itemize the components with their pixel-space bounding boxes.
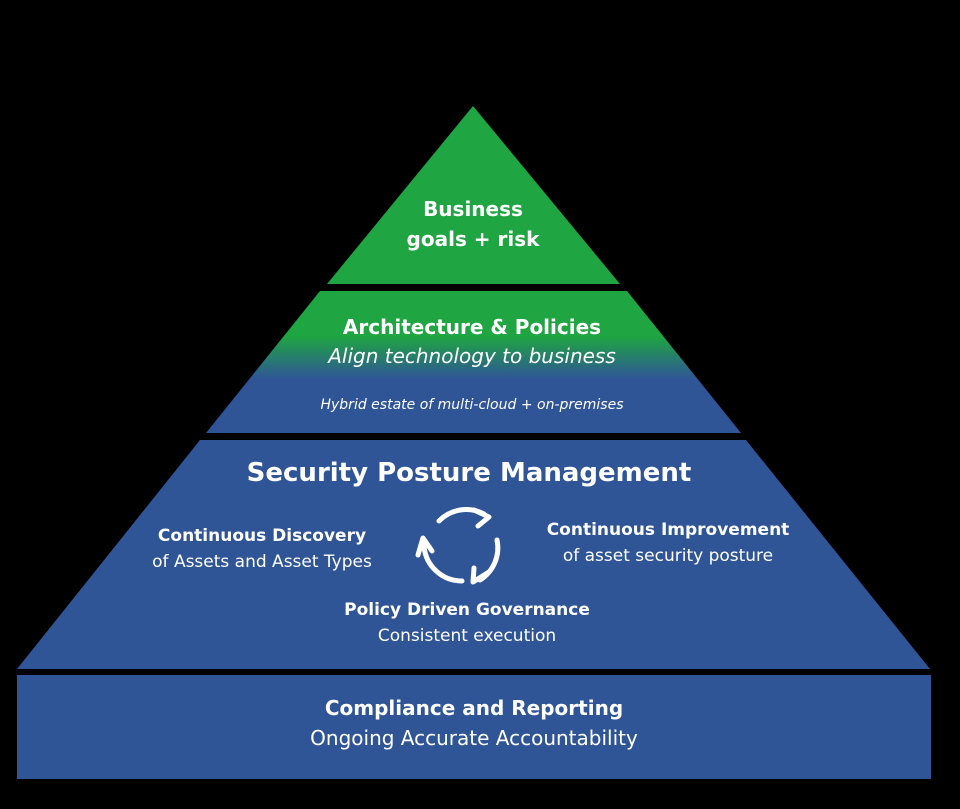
refresh-cycle-icon — [415, 507, 501, 585]
discovery-title: Continuous Discovery — [157, 526, 367, 546]
pyramid-tier-3 — [17, 440, 930, 669]
base-title: Compliance and Reporting — [324, 696, 624, 720]
tier2-note: Hybrid estate of multi-cloud + on-premis… — [320, 397, 624, 413]
tier2-subtitle: Align technology to business — [328, 344, 616, 368]
tier1-subtitle: goals + risk — [406, 227, 540, 251]
improvement-title: Continuous Improvement — [546, 520, 790, 540]
pyramid-tier-1 — [327, 106, 620, 284]
pyramid-base — [17, 675, 931, 779]
improvement-subtitle: of asset security posture — [562, 546, 774, 566]
governance-title: Policy Driven Governance — [344, 600, 590, 620]
discovery-subtitle: of Assets and Asset Types — [152, 552, 372, 572]
tier3-title: Security Posture Management — [246, 458, 692, 488]
tier1-title: Business — [423, 197, 523, 221]
base-subtitle: Ongoing Accurate Accountability — [310, 726, 638, 750]
pyramid-tier-2 — [206, 291, 741, 433]
tier2-title: Architecture & Policies — [342, 315, 602, 339]
governance-subtitle: Consistent execution — [377, 626, 557, 646]
